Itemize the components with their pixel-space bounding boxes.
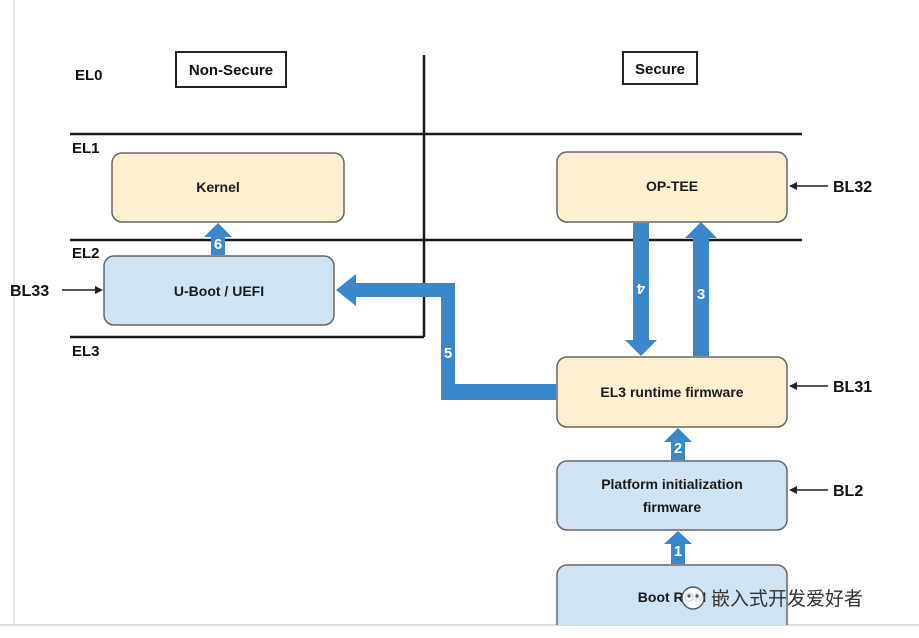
secure-header-box xyxy=(622,51,698,85)
optee-label: OP-TEE xyxy=(646,178,698,194)
arrow-2-number: 2 xyxy=(674,440,682,457)
uboot-box xyxy=(103,255,335,326)
bl31-label: BL31 xyxy=(833,379,872,396)
el3-runtime-label: EL3 runtime firmware xyxy=(600,384,743,400)
arrow-5-number: 5 xyxy=(444,345,452,362)
bl32-label: BL32 xyxy=(833,179,872,196)
bl32-pointer-arrowhead xyxy=(789,182,797,190)
uboot-label: U-Boot / UEFI xyxy=(174,283,264,299)
watermark: 嵌入式开发爱好者 xyxy=(681,586,863,610)
el0-label: EL0 xyxy=(75,67,103,84)
arrow-6 xyxy=(204,223,232,255)
non-secure-header-box xyxy=(175,51,287,88)
arrow-3 xyxy=(685,222,717,356)
el2-label: EL2 xyxy=(72,245,100,262)
arrow-6-number: 6 xyxy=(214,236,222,253)
platform-init-label-line1: Platform initialization xyxy=(601,476,743,492)
kernel-label: Kernel xyxy=(196,179,240,195)
bl31-pointer-arrowhead xyxy=(789,382,797,390)
bl2-label: BL2 xyxy=(833,483,863,500)
el3-runtime-box xyxy=(556,356,788,428)
watermark-text: 嵌入式开发爱好者 xyxy=(711,588,863,610)
kernel-box xyxy=(111,152,345,223)
platform-init-label-line2: firmware xyxy=(643,499,702,515)
el3-label: EL3 xyxy=(72,343,100,360)
arrow-5 xyxy=(336,274,556,400)
non-secure-header: Non-Secure xyxy=(189,62,273,79)
optee-box xyxy=(556,151,788,223)
secure-header: Secure xyxy=(635,61,685,78)
arrow-1 xyxy=(664,531,692,564)
bl2-pointer-arrowhead xyxy=(789,486,797,494)
arrow-2 xyxy=(664,428,692,460)
boot-rom-box xyxy=(556,564,788,625)
bl33-label: BL33 xyxy=(10,283,49,300)
arrow-3-number: 3 xyxy=(697,286,705,303)
arrow-1-number: 1 xyxy=(674,543,682,560)
el1-label: EL1 xyxy=(72,140,100,157)
wechat-icon xyxy=(681,586,705,610)
bl33-pointer-arrowhead xyxy=(95,286,103,294)
wechat-icon-eye-left xyxy=(687,594,691,598)
platform-init-box xyxy=(556,460,788,531)
wechat-icon-eye-right xyxy=(695,594,699,598)
arrow-4-number: 4 xyxy=(636,280,645,297)
arrow-4 xyxy=(625,223,657,356)
